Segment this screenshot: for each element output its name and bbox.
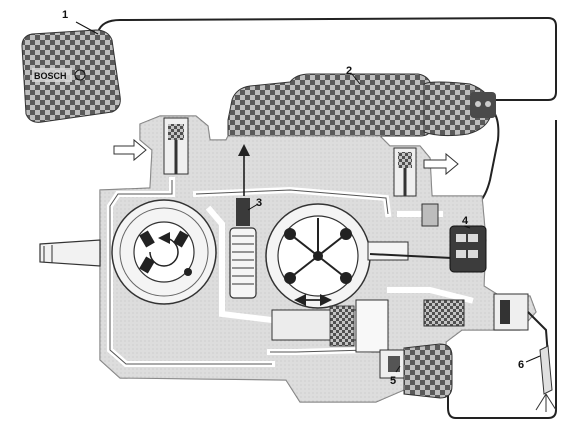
label-solenoid-valve: 5 xyxy=(390,375,396,387)
radial-piston-pump xyxy=(265,203,371,309)
pump-ecu-module xyxy=(227,73,496,137)
label-connector: 4 xyxy=(462,215,469,227)
ecu-unit: BOSCH xyxy=(21,29,121,123)
label-ecu: 1 xyxy=(62,9,68,21)
timing-device xyxy=(271,294,389,353)
delivery-valve xyxy=(423,293,549,357)
angle-sensor xyxy=(229,198,257,299)
label-pump-ecu: 2 xyxy=(346,65,352,77)
label-sensor: 3 xyxy=(256,197,262,209)
pressure-control-valve xyxy=(113,117,189,175)
label-injector: 6 xyxy=(518,359,524,371)
high-pressure-line xyxy=(367,241,453,261)
leader-lines xyxy=(75,21,541,373)
solenoid-valve xyxy=(379,343,453,399)
fuel-channel-edges xyxy=(109,180,389,365)
shutoff-valve xyxy=(393,147,459,197)
connector-block xyxy=(421,203,487,273)
vane-pump xyxy=(111,199,217,305)
bosch-armature-icon xyxy=(74,69,86,81)
injector-nozzle xyxy=(535,345,557,412)
drive-shaft xyxy=(39,239,101,267)
bosch-logo-text: BOSCH xyxy=(34,71,67,81)
